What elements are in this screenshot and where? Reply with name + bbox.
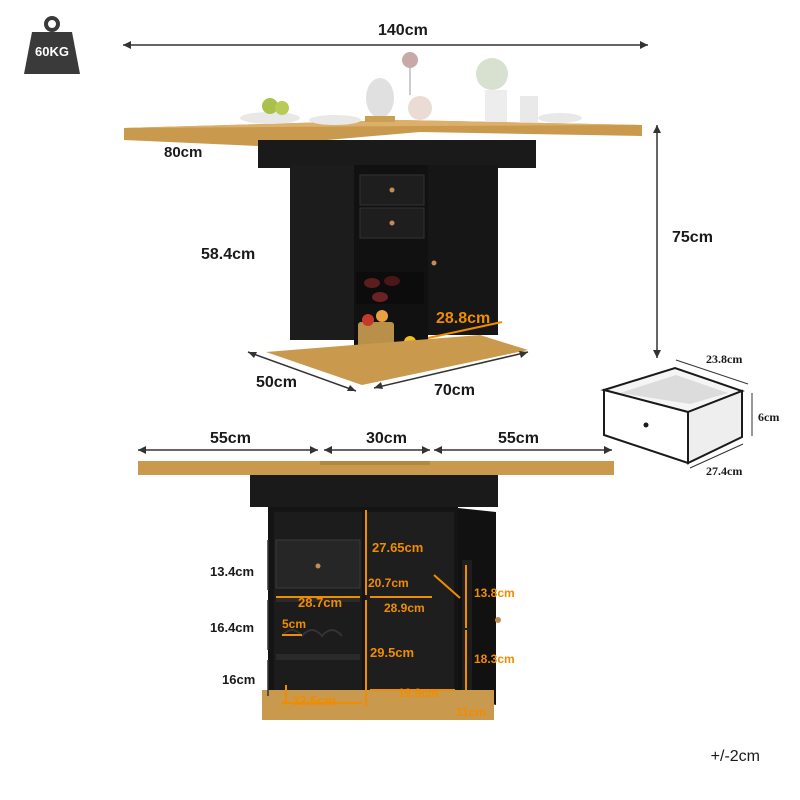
label-leaf-right: 55cm: [498, 430, 539, 447]
label-cabinet-height: 58.4cm: [201, 246, 256, 263]
weight-icon: [24, 16, 80, 74]
label-inner-a: 20.7cm: [368, 576, 409, 590]
label-lower-height: 29.5cm: [370, 645, 415, 660]
label-base-shelf: 32.5cm: [292, 693, 337, 708]
label-h1: 13.4cm: [210, 564, 255, 579]
label-h3: 16cm: [222, 672, 256, 687]
label-base-depth: 50cm: [256, 374, 297, 391]
label-top-depth: 80cm: [164, 144, 203, 161]
weight-label: 60KG: [35, 44, 69, 59]
label-total-width: 140cm: [378, 22, 428, 39]
cabinet-base: [266, 335, 528, 385]
label-bottom-width: 19.9cm: [398, 686, 439, 700]
label-wine-width: 28.8cm: [436, 310, 491, 327]
label-gap: 5cm: [282, 617, 307, 631]
drawer-illustration: [600, 366, 745, 465]
cabinet-door: [428, 165, 498, 335]
label-center: 30cm: [366, 430, 407, 447]
label-height-total: 75cm: [672, 229, 713, 246]
label-door-depth: 11cm: [456, 705, 487, 719]
label-base-width: 70cm: [434, 382, 475, 399]
flower-vase: [485, 90, 507, 122]
label-leaf-left: 55cm: [210, 430, 251, 447]
plate: [240, 112, 300, 124]
label-drawer-height: 6cm: [758, 410, 780, 424]
front-table-top: [138, 461, 614, 475]
label-drawer-width: 23.8cm: [706, 352, 743, 366]
label-door-h1: 13.8cm: [474, 586, 515, 600]
label-tolerance: +/-2cm: [710, 748, 760, 765]
cabinet-top-frame: [258, 140, 536, 168]
label-inner-b: 28.9cm: [384, 601, 425, 615]
label-shelf-width: 28.7cm: [298, 595, 343, 610]
vase: [408, 96, 432, 120]
label-door-h2: 18.3cm: [474, 652, 515, 666]
label-drawer-depth: 27.4cm: [706, 464, 743, 478]
cabinet-left-panel: [290, 165, 354, 340]
label-compartment-height: 27.65cm: [372, 540, 424, 555]
label-h2: 16.4cm: [210, 620, 255, 635]
glass-dome: [366, 78, 394, 118]
front-base: [262, 690, 494, 720]
front-apron: [250, 475, 498, 507]
